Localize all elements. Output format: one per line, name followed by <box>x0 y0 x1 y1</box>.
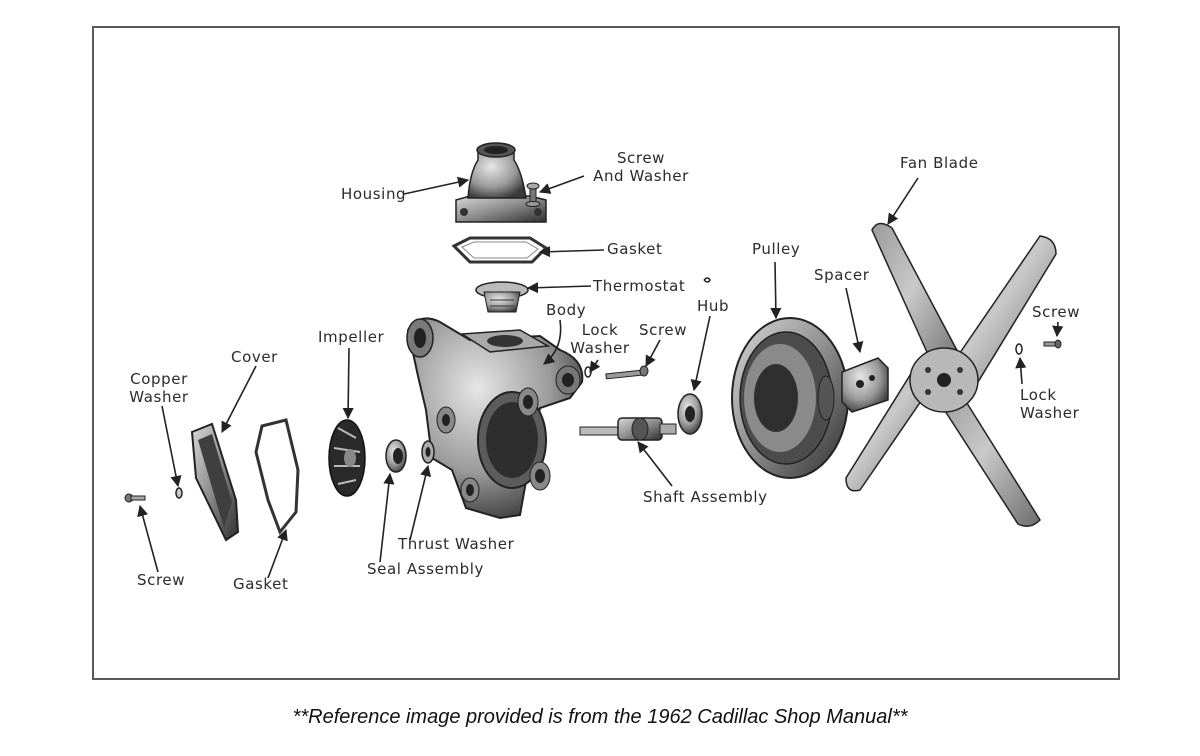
label-screw-mid: Screw <box>639 321 688 339</box>
label-screw-right: Screw <box>1032 303 1081 321</box>
screw-right-part <box>1043 339 1062 349</box>
label-body: Body <box>546 301 587 319</box>
lock-washer-right-part <box>1015 343 1023 355</box>
leader-pulley <box>770 261 782 320</box>
label-copper-washer: Copper Washer <box>124 370 194 406</box>
label-spacer: Spacer <box>814 266 870 284</box>
leader-lock-washer-right <box>1015 356 1027 385</box>
label-shaft-assembly: Shaft Assembly <box>643 488 768 506</box>
label-housing: Housing <box>341 185 407 203</box>
leader-cover <box>221 365 257 433</box>
leader-fan-blade <box>887 177 919 225</box>
gasket-bottom-part <box>254 418 300 535</box>
label-lock-washer-right-line1: Lock <box>1020 386 1057 404</box>
label-gasket-top: Gasket <box>607 240 663 258</box>
label-gasket-bottom: Gasket <box>233 575 289 593</box>
screw-mid-part <box>605 365 649 380</box>
label-copper-washer-line1: Copper <box>130 370 188 388</box>
seal-assembly-part <box>385 439 407 473</box>
impeller-part <box>328 419 366 497</box>
label-lock-washer-mid-line1: Lock <box>581 321 619 339</box>
leader-screw-mid <box>645 339 661 367</box>
leader-gasket-bottom <box>267 528 288 579</box>
label-seal-assembly: Seal Assembly <box>367 560 484 578</box>
leader-screw-left <box>137 504 159 573</box>
pulley-part <box>731 317 849 479</box>
gasket-top-part <box>451 236 549 264</box>
label-thrust-washer: Thrust Washer <box>398 535 515 553</box>
screw-left-part <box>124 493 146 503</box>
screw-and-washer-part <box>525 182 541 207</box>
exploded-view-diagram <box>124 142 1064 579</box>
leader-body <box>543 319 562 365</box>
label-fan-blade: Fan Blade <box>900 154 979 172</box>
housing-part <box>455 142 547 223</box>
leader-impeller <box>342 347 354 420</box>
spacer-part <box>841 357 889 413</box>
leader-thermostat <box>526 282 592 294</box>
leader-housing <box>403 176 470 195</box>
leader-seal-assembly <box>379 472 395 563</box>
label-lock-washer-right-line2: Washer <box>1020 404 1080 422</box>
thermostat-part <box>475 281 529 313</box>
label-lock-washer-right: Lock Washer <box>1020 386 1079 422</box>
copper-washer-part <box>175 487 183 499</box>
label-screw-and-washer-line2: And Washer <box>593 167 689 185</box>
hub-part <box>677 393 703 435</box>
leader-screw-and-washer <box>538 175 585 194</box>
thrust-washer-part <box>421 440 435 464</box>
cover-part <box>190 422 240 542</box>
leader-thrust-washer <box>409 464 432 541</box>
leader-spacer <box>845 287 864 354</box>
fan-blade-part <box>845 222 1057 527</box>
leader-copper-washer <box>161 405 182 488</box>
label-screw-and-washer: Screw And Washer <box>586 149 696 185</box>
body-part <box>406 317 584 520</box>
label-screw-and-washer-line1: Screw <box>616 149 666 167</box>
label-screw-left: Screw <box>137 571 186 589</box>
leader-shaft-assembly <box>637 441 673 487</box>
leader-gasket-top <box>538 246 605 258</box>
leader-hub <box>690 315 711 392</box>
label-thermostat: Thermostat <box>593 277 686 295</box>
label-lock-washer-mid: Lock Washer <box>568 321 632 357</box>
label-copper-washer-line2: Washer <box>129 388 189 406</box>
label-hub: Hub <box>697 297 730 315</box>
reference-caption: **Reference image provided is from the 1… <box>292 706 908 728</box>
leader-screw-right <box>1052 321 1064 338</box>
label-impeller: Impeller <box>318 328 385 346</box>
shaft-assembly-part <box>579 417 677 441</box>
leader-lock-washer-mid <box>589 359 601 373</box>
clip-part <box>703 277 711 283</box>
label-lock-washer-mid-line2: Washer <box>570 339 630 357</box>
label-cover: Cover <box>231 348 278 366</box>
label-pulley: Pulley <box>752 240 801 258</box>
